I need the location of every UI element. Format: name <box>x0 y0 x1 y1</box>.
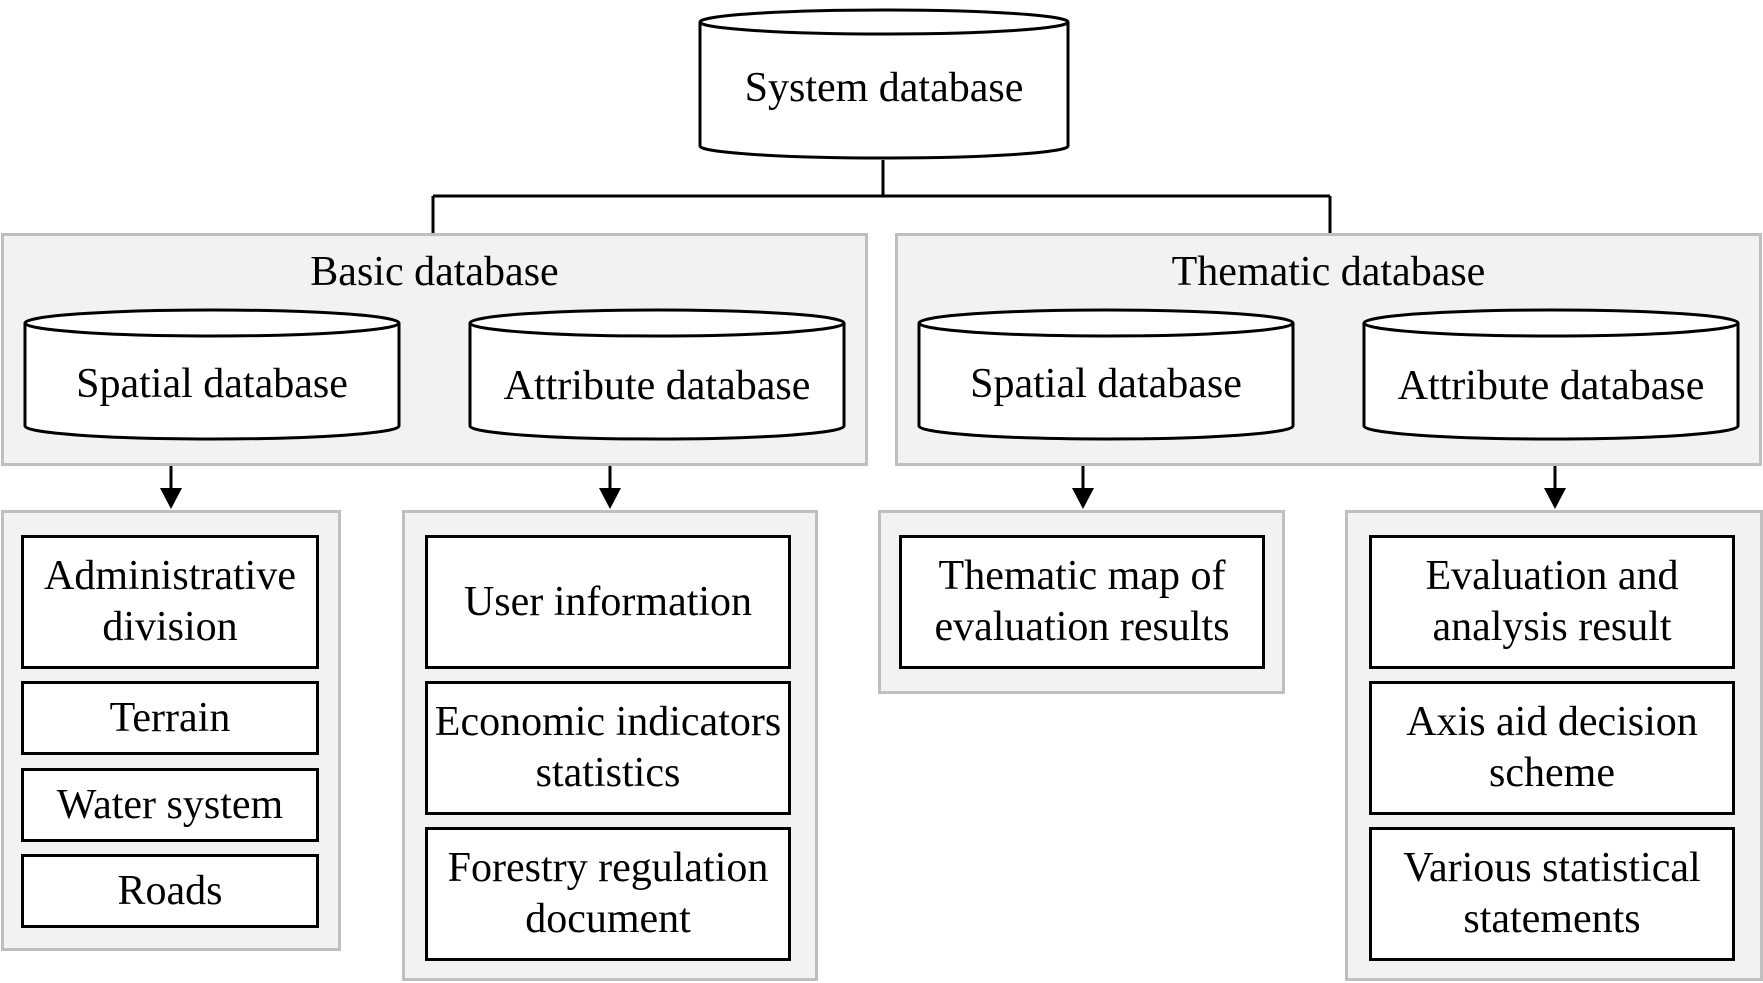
cylinder-shape <box>23 308 401 441</box>
basic-attribute-database-label: Attribute database <box>503 363 811 409</box>
content-item: Various statistical statements <box>1369 827 1735 961</box>
system-database-cylinder: System database <box>698 8 1070 160</box>
content-item: Water system <box>21 768 319 842</box>
thematic-spatial-database-label: Spatial database <box>970 361 1242 407</box>
cylinder-shape <box>917 308 1295 441</box>
content-item: Administrative division <box>21 535 319 669</box>
content-item: Economic indicators statistics <box>425 681 791 815</box>
cylinder-shape <box>1362 308 1740 441</box>
content-item: Roads <box>21 854 319 928</box>
cylinder-shape <box>468 308 846 441</box>
content-item: Axis aid decision scheme <box>1369 681 1735 815</box>
content-item: User information <box>425 535 791 669</box>
system-database-label: System database <box>744 65 1024 111</box>
basic-attribute-database-cylinder: Attribute database <box>468 308 846 441</box>
content-item: Terrain <box>21 681 319 755</box>
basic-spatial-database-label: Spatial database <box>76 361 348 407</box>
thematic-attribute-database-cylinder: Attribute database <box>1362 308 1740 441</box>
thematic-attribute-database-label: Attribute database <box>1397 363 1705 409</box>
content-item: Evaluation and analysis result <box>1369 535 1735 669</box>
content-item: Thematic map of evaluation results <box>899 535 1265 669</box>
thematic-database-title: Thematic database <box>1171 249 1486 295</box>
cylinder-shape <box>698 8 1070 160</box>
content-item: Forestry regulation document <box>425 827 791 961</box>
basic-database-title: Basic database <box>310 249 559 295</box>
thematic-spatial-database-cylinder: Spatial database <box>917 308 1295 441</box>
basic-spatial-database-cylinder: Spatial database <box>23 308 401 441</box>
